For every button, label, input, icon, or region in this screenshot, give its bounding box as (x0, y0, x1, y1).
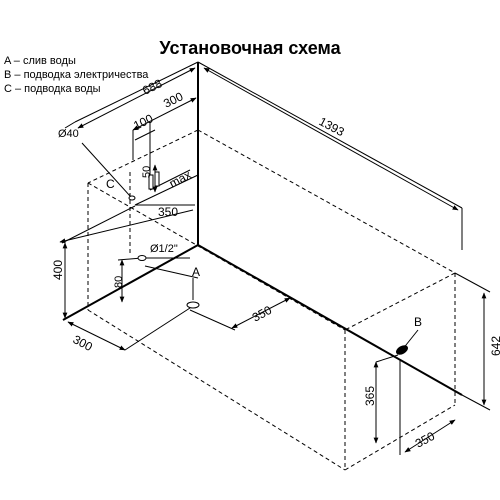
point-a-drain (137, 255, 200, 309)
dim-365: 365 (363, 386, 377, 406)
dim-max: max (167, 168, 194, 191)
dim-642: 642 (489, 336, 500, 356)
label-c: C (106, 177, 115, 191)
dim-688: 688 (140, 76, 164, 98)
dim-80: 80 (113, 276, 125, 288)
dimension-lines (59, 61, 491, 455)
dim-300-top: 300 (161, 89, 185, 111)
legend-drain: A – слив воды (4, 55, 76, 67)
diagram-title: Установочная схема (159, 38, 341, 58)
dim-400: 400 (51, 260, 65, 280)
point-c-water-inlet (128, 195, 136, 201)
dim-350-left: 350 (158, 205, 178, 219)
wall-corner-lines (62, 62, 463, 396)
legend-water-supply: C – подводка воды (4, 83, 101, 95)
dim-300-bottom: 300 (71, 332, 96, 354)
dim-diameter-40: Ø40 (58, 128, 79, 140)
dim-350-floor: 350 (250, 303, 275, 325)
label-b: B (414, 315, 422, 329)
dim-100: 100 (131, 111, 155, 133)
dim-350-right: 350 (413, 429, 438, 451)
point-b-electric (396, 345, 408, 355)
dim-50: 50 (141, 166, 153, 178)
water-pipe-stubs (148, 171, 160, 190)
label-a: A (192, 265, 200, 279)
dim-diameter-half-inch: Ø1/2" (150, 243, 178, 255)
